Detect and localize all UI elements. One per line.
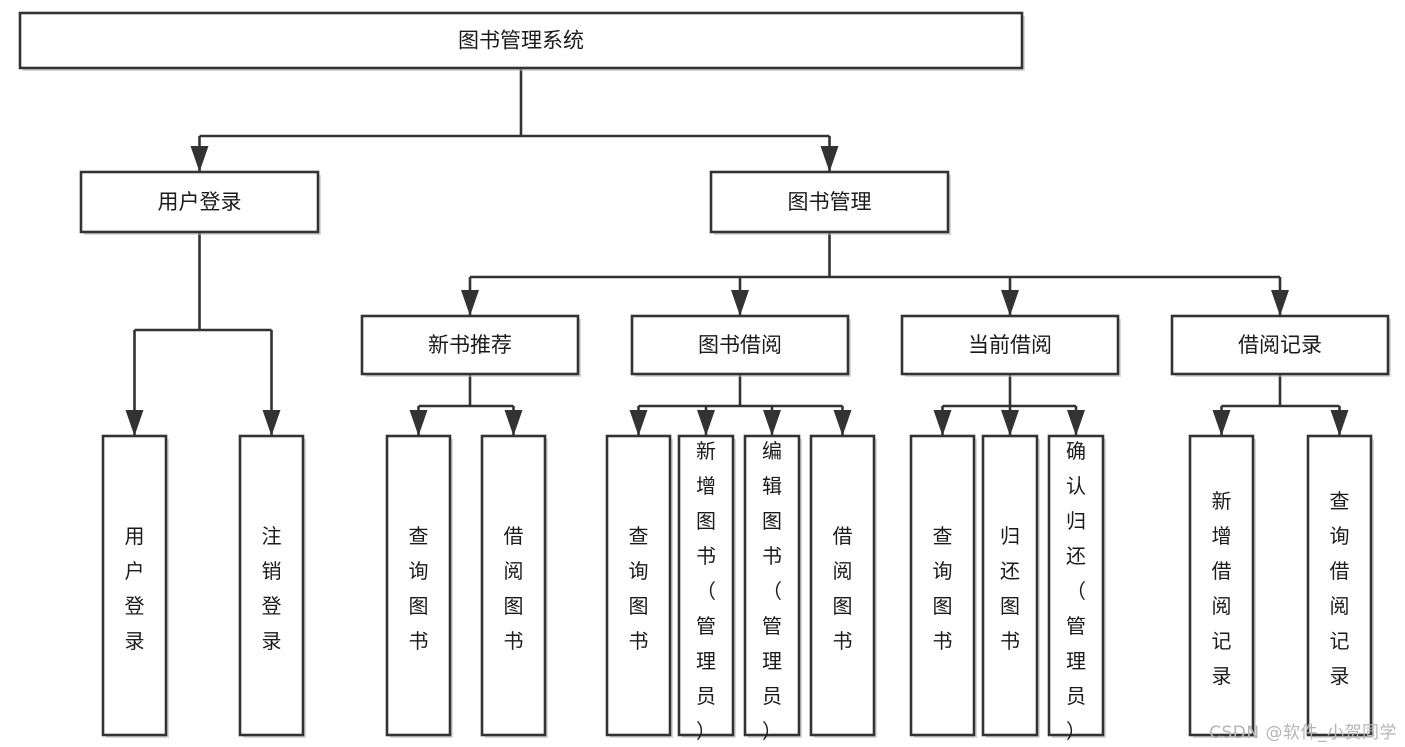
node-leaf-user-login[interactable]: 用户登录 [101, 434, 169, 738]
node-label: 查询借阅记录 [1330, 489, 1350, 688]
node-box[interactable] [605, 434, 672, 737]
node-label: 查询图书 [409, 524, 429, 653]
node-label: 用户登录 [158, 190, 242, 214]
node-leaf-query-book-1[interactable]: 查询图书 [385, 434, 453, 738]
arrow-head-icon [1330, 410, 1349, 436]
node-label: 注销登录 [262, 524, 282, 653]
node-records[interactable]: 借阅记录 [1170, 314, 1391, 377]
node-label: 编辑图书（管理员） [762, 439, 782, 743]
node-box[interactable] [238, 434, 305, 737]
node-leaf-add-record[interactable]: 新增借阅记录 [1188, 434, 1256, 738]
node-box[interactable] [480, 434, 547, 737]
node-leaf-query-book-3[interactable]: 查询图书 [909, 434, 977, 738]
arrow-head-icon [820, 146, 839, 172]
node-box[interactable] [385, 434, 452, 737]
arrow-head-icon [629, 410, 648, 436]
node-borrow[interactable]: 图书借阅 [630, 314, 851, 377]
node-box[interactable] [743, 434, 801, 737]
node-box[interactable] [909, 434, 976, 737]
node-label: 借阅图书 [833, 524, 853, 653]
node-leaf-borrow-book-1[interactable]: 借阅图书 [480, 434, 548, 738]
node-label: 图书管理系统 [458, 29, 584, 53]
arrow-head-icon [461, 290, 479, 316]
node-leaf-add-book[interactable]: 新增图书（管理员） [677, 434, 736, 743]
node-box[interactable] [101, 434, 168, 737]
node-newbook[interactable]: 新书推荐 [360, 314, 581, 377]
node-label: 新增图书（管理员） [696, 439, 716, 743]
arrow-head-icon [1001, 410, 1019, 436]
node-label: 新增借阅记录 [1212, 489, 1232, 688]
node-label: 图书借阅 [698, 333, 782, 357]
node-leaf-logout[interactable]: 注销登录 [238, 434, 306, 738]
arrow-head-icon [1271, 290, 1289, 316]
nodes-layer: 图书管理系统用户登录图书管理新书推荐图书借阅当前借阅借阅记录用户登录注销登录查询… [18, 11, 1391, 743]
node-label: 图书管理 [788, 190, 872, 214]
arrow-head-icon [697, 410, 715, 436]
node-leaf-query-book-2[interactable]: 查询图书 [605, 434, 673, 738]
node-box[interactable] [809, 434, 876, 737]
node-box[interactable] [900, 314, 1120, 376]
node-login[interactable]: 用户登录 [79, 170, 321, 235]
node-root[interactable]: 图书管理系统 [18, 11, 1025, 71]
node-box[interactable] [18, 11, 1024, 70]
node-label: 借阅记录 [1238, 333, 1322, 357]
node-leaf-confirm-return[interactable]: 确认归还（管理员） [1047, 434, 1106, 743]
node-box[interactable] [360, 314, 580, 376]
node-box[interactable] [79, 170, 320, 234]
node-label: 查询图书 [629, 524, 649, 653]
node-label: 归还图书 [1000, 524, 1020, 653]
arrow-head-icon [1212, 410, 1231, 436]
node-label: 用户登录 [125, 524, 145, 653]
arrow-head-icon [1067, 410, 1085, 436]
node-box[interactable] [1306, 434, 1373, 737]
node-current[interactable]: 当前借阅 [900, 314, 1121, 377]
arrow-head-icon [504, 410, 523, 436]
arrow-head-icon [763, 410, 781, 436]
node-box[interactable] [1188, 434, 1255, 737]
node-label: 新书推荐 [428, 333, 512, 357]
node-label: 借阅图书 [504, 524, 524, 653]
node-box[interactable] [630, 314, 850, 376]
node-box[interactable] [709, 170, 950, 234]
node-box[interactable] [981, 434, 1039, 737]
node-label: 当前借阅 [968, 333, 1052, 357]
node-leaf-borrow-book-2[interactable]: 借阅图书 [809, 434, 877, 738]
arrow-head-icon [933, 410, 952, 436]
arrow-head-icon [262, 410, 281, 436]
arrow-head-icon [125, 410, 144, 436]
node-bookmgmt[interactable]: 图书管理 [709, 170, 951, 235]
arrow-head-icon [833, 410, 852, 436]
arrow-head-icon [731, 290, 749, 316]
node-leaf-query-record[interactable]: 查询借阅记录 [1306, 434, 1374, 738]
node-box[interactable] [677, 434, 735, 737]
node-label: 查询图书 [933, 524, 953, 653]
arrow-head-icon [190, 146, 209, 172]
node-leaf-return-book[interactable]: 归还图书 [981, 434, 1040, 738]
node-label: 确认归还（管理员） [1066, 439, 1086, 743]
connectors-layer [125, 68, 1349, 436]
node-box[interactable] [1047, 434, 1105, 737]
arrow-head-icon [409, 410, 428, 436]
node-box[interactable] [1170, 314, 1390, 376]
node-leaf-edit-book[interactable]: 编辑图书（管理员） [743, 434, 802, 743]
arrow-head-icon [1001, 290, 1019, 316]
